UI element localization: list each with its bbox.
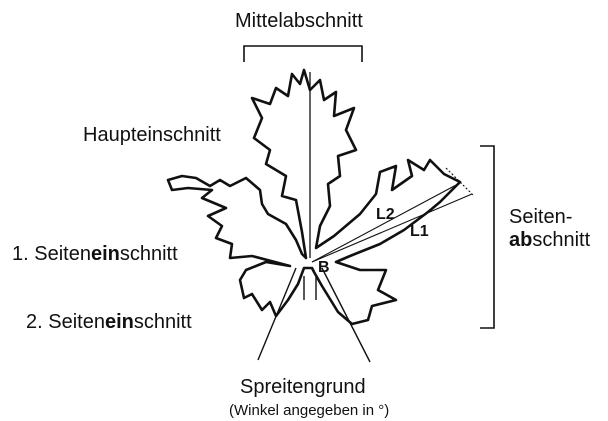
first-side-incision-suffix: schnitt: [120, 243, 178, 265]
side-section-rest: schnitt: [532, 229, 590, 251]
length-1-marker: L1: [410, 223, 429, 240]
second-side-incision-label: 2. Seiteneinschnitt: [26, 311, 192, 334]
angle-note-label: (Winkel angegeben in °): [229, 402, 389, 419]
middle-section-label: Mittelabschnitt: [235, 10, 363, 33]
middle-section-bracket: [244, 46, 362, 62]
side-section-label: Seiten- abschnitt: [509, 206, 590, 252]
base-point-marker: B: [318, 259, 330, 276]
leaf-outline: [168, 70, 460, 324]
first-side-incision-prefix: 1. Seiten: [12, 243, 91, 265]
side-section-label-line2: abschnitt: [509, 229, 590, 252]
side-section-bracket: [480, 146, 494, 328]
second-side-incision-suffix: schnitt: [134, 311, 192, 333]
second-side-incision-bold: ein: [105, 311, 134, 333]
side-section-bold: ab: [509, 229, 532, 251]
length-2-marker: L2: [376, 206, 395, 223]
side-section-label-line1: Seiten-: [509, 206, 590, 229]
main-incision-label: Haupteinschnitt: [83, 124, 221, 147]
first-side-incision-bold: ein: [91, 243, 120, 265]
leaf-base-label: Spreitengrund: [240, 376, 366, 399]
first-side-incision-label: 1. Seiteneinschnitt: [12, 243, 178, 266]
second-side-incision-prefix: 2. Seiten: [26, 311, 105, 333]
